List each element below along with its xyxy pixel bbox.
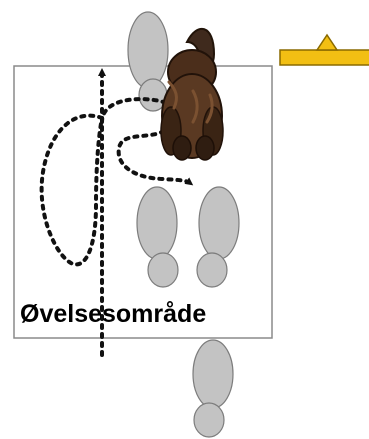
- footprint-top-left: [127, 11, 169, 112]
- dotted-path-left-loop: [39, 113, 104, 267]
- dotted-path-right-curve-arrow: [100, 97, 194, 186]
- footprint-bottom: [192, 339, 234, 438]
- yellow-marker-icon: [279, 33, 369, 66]
- footprint-middle-left: [136, 186, 179, 288]
- dog-topview-icon: [160, 27, 224, 161]
- footprint-middle-right: [196, 186, 240, 288]
- area-label: Øvelsesområde: [20, 300, 206, 328]
